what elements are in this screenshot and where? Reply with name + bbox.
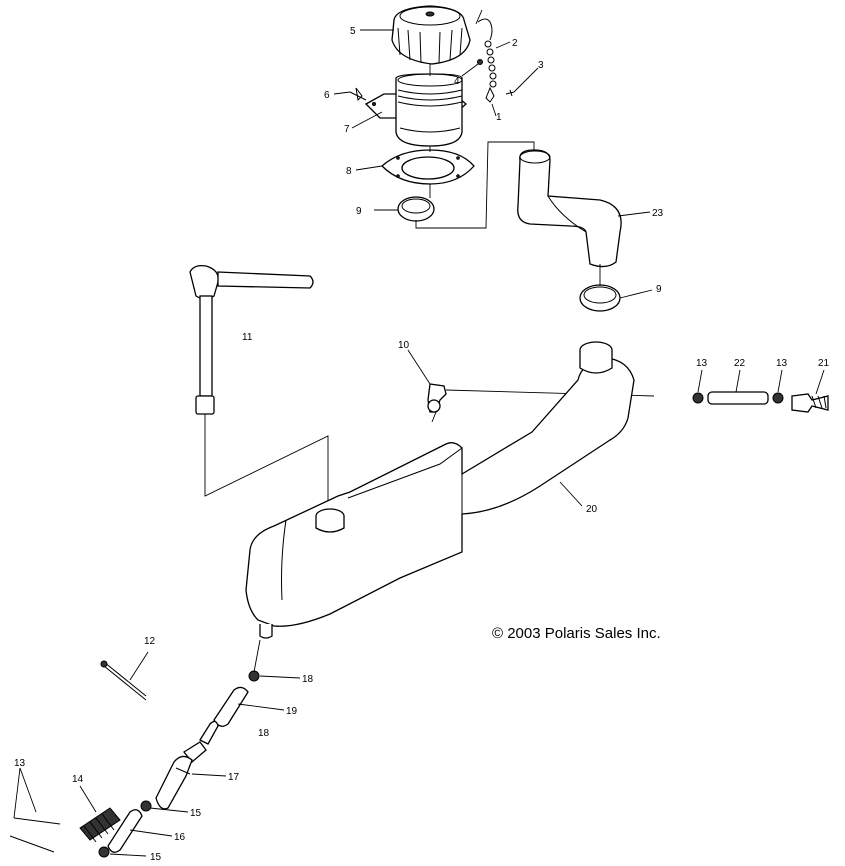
filler-neck	[349, 73, 468, 147]
callout-3: 3	[538, 60, 544, 71]
callout-15a: 15	[190, 808, 202, 819]
hose-clamp-lower	[579, 284, 621, 312]
callout-21: 21	[818, 358, 830, 369]
callout-6: 6	[324, 90, 330, 101]
callout-15b: 15	[150, 852, 162, 861]
callout-1: 1	[496, 112, 502, 123]
callout-23: 23	[652, 208, 664, 219]
callout-12: 12	[144, 636, 156, 647]
callout-13b: 13	[776, 358, 788, 369]
callout-leaders	[79, 29, 825, 857]
copyright-notice: © 2003 Polaris Sales Inc.	[492, 625, 661, 642]
spring-14	[79, 807, 121, 843]
callout-4: 4	[454, 76, 460, 87]
callout-labels: 1 2 3 4 5 6 7 8 9 9 10 11 12 13 13 13 14…	[14, 26, 830, 863]
vent-hose-assembly	[692, 391, 829, 413]
callout-18b: 18	[258, 728, 270, 739]
callout-22: 22	[734, 358, 746, 369]
callout-14: 14	[72, 774, 84, 785]
callout-13a: 13	[696, 358, 708, 369]
callout-5: 5	[350, 26, 356, 37]
callout-17: 17	[228, 772, 240, 783]
filler-cap	[391, 5, 471, 65]
callout-9a: 9	[356, 206, 362, 217]
filler-hose	[517, 149, 622, 268]
cap-tether-chain	[475, 9, 515, 103]
assembly-lines	[415, 64, 601, 286]
callout-7: 7	[344, 124, 350, 135]
hose-clamp-12	[100, 660, 147, 701]
filler-gasket	[381, 149, 475, 185]
callout-10: 10	[398, 340, 410, 351]
fuel-filter-assembly	[98, 639, 261, 858]
callout-19: 19	[286, 706, 298, 717]
callout-20: 20	[586, 504, 598, 515]
callout-13c: 13	[14, 758, 26, 769]
callout-2: 2	[512, 38, 518, 49]
callout-9b: 9	[656, 284, 662, 295]
fuel-tank	[245, 341, 635, 639]
callout-16: 16	[174, 832, 186, 843]
vent-fitting	[427, 383, 655, 423]
fuel-level-sender	[189, 264, 329, 512]
cable-ties-13	[9, 767, 61, 853]
hose-clamp-upper	[397, 196, 435, 222]
callout-18a: 18	[302, 674, 314, 685]
callout-8: 8	[346, 166, 352, 177]
callout-11: 11	[242, 332, 253, 343]
